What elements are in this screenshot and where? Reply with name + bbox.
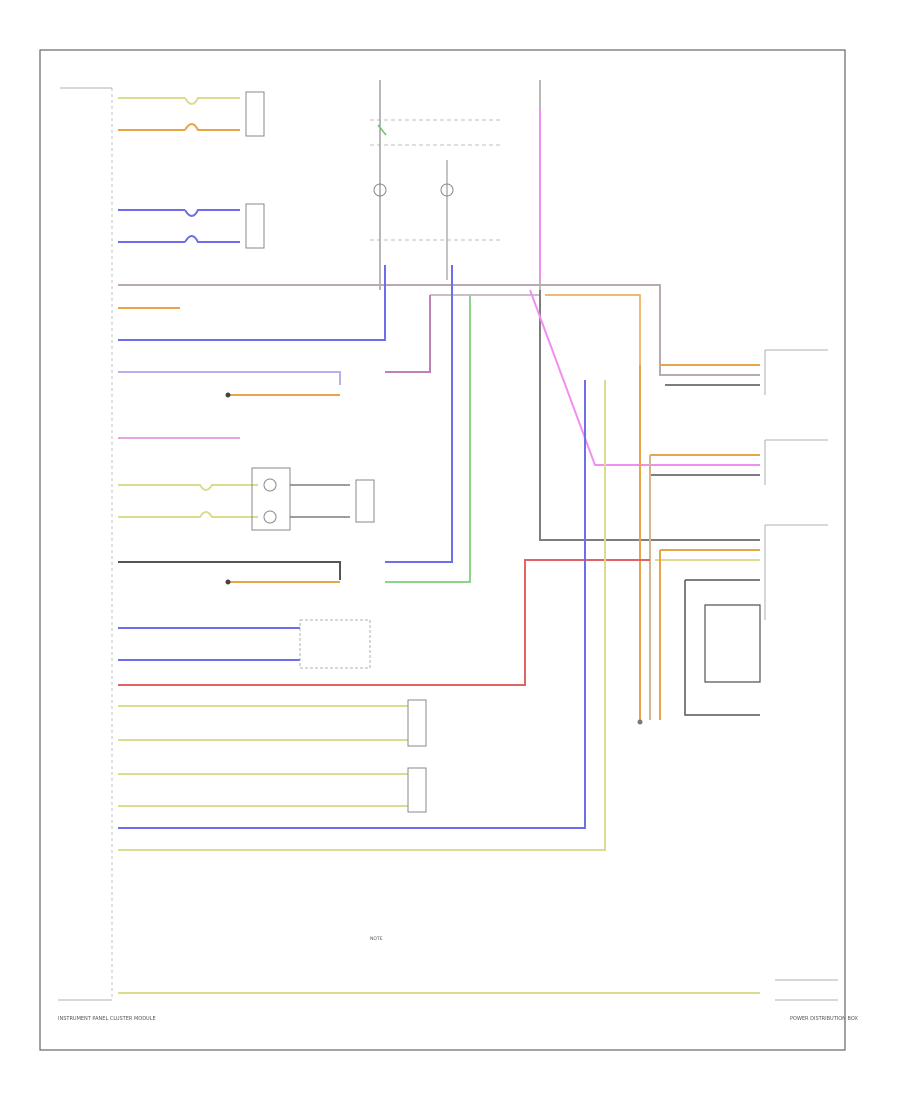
cluster-label: INSTRUMENT PANEL CLUSTER MODULE (58, 1016, 156, 1022)
wire-group-2 (118, 203, 265, 249)
fuse-column (370, 80, 541, 290)
gauge-block (118, 467, 375, 531)
note-label: NOTE (370, 936, 383, 942)
right-connectors (529, 289, 828, 720)
ground-symbols (225, 392, 643, 725)
pdb-label: POWER DISTRIBUTION BOX (790, 1016, 858, 1022)
diagram-frame (39, 49, 846, 1051)
bus-lines (118, 265, 760, 439)
lower-bus (118, 265, 650, 686)
sensor-rows (118, 380, 838, 1001)
wire-group-1 (118, 91, 265, 137)
